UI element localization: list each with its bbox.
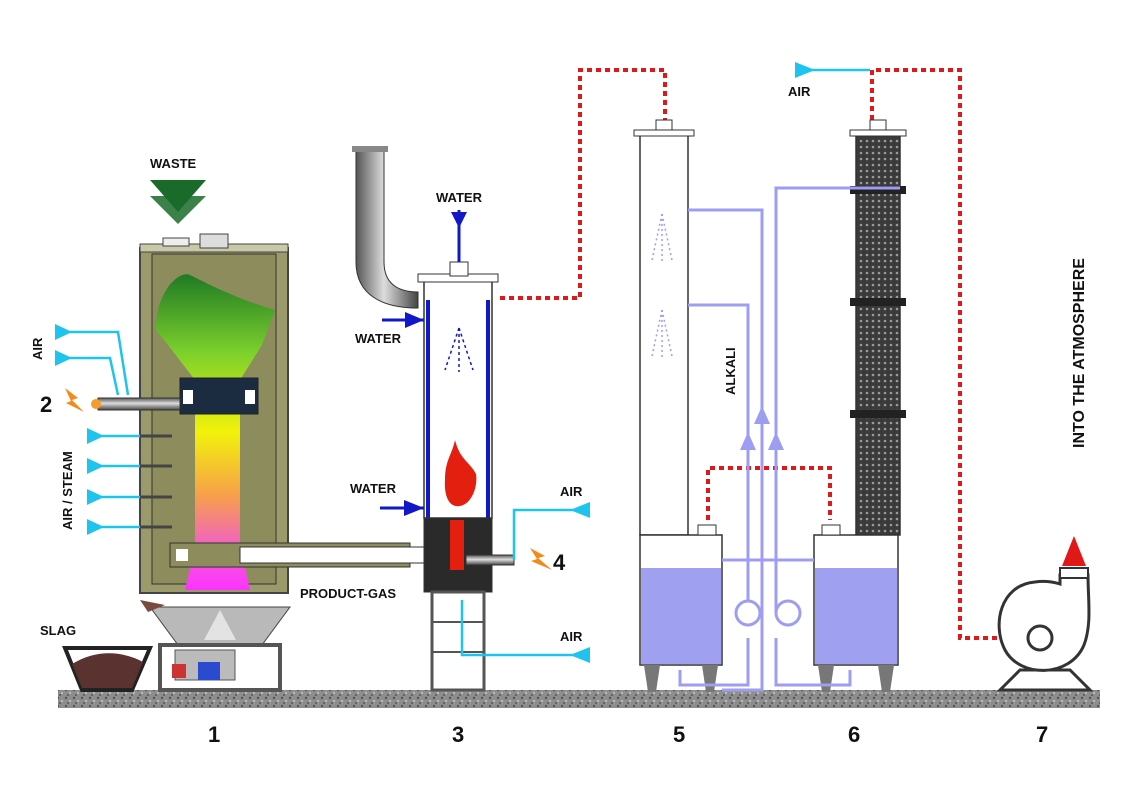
exhaust-fan (996, 536, 1094, 692)
number-4: 4 (553, 550, 566, 575)
air-label-bottom: AIR (560, 629, 583, 644)
number-7: 7 (1036, 722, 1048, 747)
slag-arrow (140, 600, 165, 612)
afterburner-unit (352, 146, 515, 692)
gasifier-unit (62, 180, 411, 692)
air-label-unit6: AIR (788, 84, 811, 99)
pump-icon-6 (774, 599, 802, 627)
exhaust-arrow (1062, 536, 1086, 566)
air-label-unit1: AIR (30, 337, 45, 360)
ground (58, 690, 1100, 708)
number-2: 2 (40, 392, 52, 417)
number-1: 1 (208, 722, 220, 747)
number-3: 3 (452, 722, 464, 747)
air-steam-label: AIR / STEAM (60, 451, 75, 530)
number-6: 6 (848, 722, 860, 747)
water-label-mid: WATER (355, 331, 402, 346)
pump-icon-5 (734, 599, 762, 627)
into-atmosphere-label: INTO THE ATMOSPHERE (1071, 258, 1088, 448)
water-label-bottom: WATER (350, 481, 397, 496)
slag-label: SLAG (40, 623, 76, 638)
packed-scrubber-unit-6 (813, 119, 907, 692)
alkali-lines (678, 186, 900, 692)
gas-flow-path (500, 68, 1040, 640)
alkali-label: ALKALI (723, 347, 738, 395)
product-gas-label: PRODUCT-GAS (300, 586, 396, 601)
air-label-burner4: AIR (560, 484, 583, 499)
product-gas-pipe (239, 546, 433, 564)
waste-label: WASTE (150, 156, 197, 171)
spark-icon-2 (65, 388, 84, 412)
scrubber-unit-5 (633, 119, 723, 692)
spark-icon-4 (530, 548, 552, 570)
number-5: 5 (673, 722, 685, 747)
water-label-top: WATER (436, 190, 483, 205)
